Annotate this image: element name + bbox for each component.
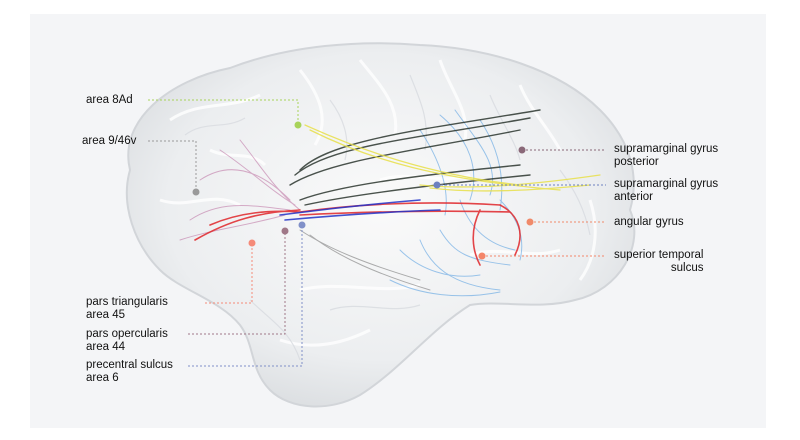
brain-shape bbox=[125, 42, 636, 408]
label-superior-temporal-line2: sulcus bbox=[670, 262, 704, 274]
label-angular-gyrus-text: angular gyrus bbox=[614, 216, 684, 228]
label-supramarginal-anterior-line1: supramarginal gyrus bbox=[614, 178, 719, 190]
dot-precentral bbox=[298, 221, 306, 229]
label-pars-opercularis-line2: area 44 bbox=[86, 341, 126, 353]
dot-supramarginal-posterior bbox=[518, 146, 526, 154]
label-precentral: precentral sulcus area 6 bbox=[86, 359, 173, 385]
region-dots bbox=[192, 121, 534, 260]
label-angular-gyrus: angular gyrus bbox=[614, 216, 684, 229]
dot-superior-temporal bbox=[478, 252, 486, 260]
connector-precentral bbox=[188, 225, 303, 367]
connector-area-8ad bbox=[148, 99, 299, 125]
label-pars-triangularis-line2: area 45 bbox=[86, 309, 126, 321]
label-supramarginal-anterior: supramarginal gyrus anterior bbox=[614, 178, 718, 204]
label-supramarginal-posterior-line2: posterior bbox=[614, 156, 659, 168]
label-superior-temporal-line1: superior temporal bbox=[614, 249, 704, 261]
label-area-9-46v: area 9/46v bbox=[82, 135, 136, 148]
label-superior-temporal: superior temporal sulcus bbox=[614, 249, 703, 275]
label-pars-opercularis: pars opercularis area 44 bbox=[86, 328, 168, 354]
connector-pars-opercularis bbox=[188, 231, 286, 335]
dot-supramarginal-anterior bbox=[433, 181, 441, 189]
label-supramarginal-posterior-line1: supramarginal gyrus bbox=[614, 143, 719, 155]
dot-pars-triangularis bbox=[248, 239, 256, 247]
label-supramarginal-anterior-line2: anterior bbox=[614, 191, 653, 203]
connector-area-9-46v bbox=[148, 140, 197, 192]
dot-pars-opercularis bbox=[281, 227, 289, 235]
label-pars-triangularis: pars triangularis area 45 bbox=[86, 296, 168, 322]
label-pars-triangularis-line1: pars triangularis bbox=[86, 296, 168, 308]
label-pars-opercularis-line1: pars opercularis bbox=[86, 328, 168, 340]
label-supramarginal-posterior: supramarginal gyrus posterior bbox=[614, 143, 718, 169]
label-precentral-line1: precentral sulcus bbox=[86, 359, 173, 371]
dot-area-9-46v bbox=[192, 188, 200, 196]
label-area-9-46v-text: area 9/46v bbox=[82, 135, 137, 147]
label-area-8ad: area 8Ad bbox=[86, 94, 133, 107]
fiber-tracts bbox=[179, 109, 601, 297]
dot-angular bbox=[526, 218, 534, 226]
label-precentral-line2: area 6 bbox=[86, 372, 119, 384]
label-area-8ad-text: area 8Ad bbox=[86, 94, 133, 106]
dot-area-8ad bbox=[294, 121, 302, 129]
connectors bbox=[148, 99, 606, 367]
